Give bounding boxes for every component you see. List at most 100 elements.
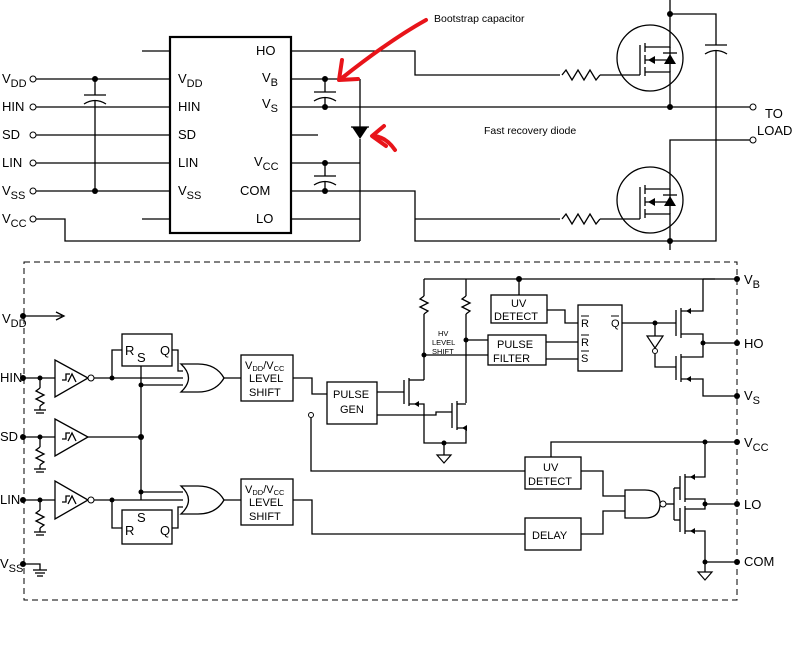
svg-text:S: S [137,350,146,365]
level-shift-bottom: VDD/VCC LEVEL SHIFT [240,478,525,535]
svg-text:S: S [581,353,588,365]
svg-text:GEN: GEN [340,404,364,416]
ic-package [168,35,293,235]
svg-text:VCC: VCC [2,211,27,230]
level-shift-top: VDD/VCC LEVEL SHIFT [240,354,327,402]
svg-text:LIN: LIN [178,155,198,170]
svg-text:R: R [125,343,134,358]
fast-recovery-diode-annotation: Fast recovery diode [370,124,576,152]
svg-text:FILTER: FILTER [493,353,530,365]
application-circuit: VDD HIN SD LIN VSS VCC VDD HIN SD LIN VS… [2,0,792,250]
svg-text:VDD/VCC: VDD/VCC [245,484,285,497]
svg-text:VB: VB [262,70,278,89]
svg-text:VB: VB [744,272,760,291]
svg-text:LO: LO [744,497,761,512]
svg-text:VDD: VDD [2,71,27,90]
uv-detect-high: UV DETECT [490,279,578,324]
rs-latch-right: R R S Q [577,304,655,372]
to-load-label-2: LOAD [757,123,792,138]
svg-text:SHIFT: SHIFT [249,511,281,523]
svg-text:R: R [581,337,589,349]
hv-level-shift: HV LEVEL SHIFT [403,276,715,464]
svg-text:HV: HV [438,329,448,338]
delay-block: DELAY [524,510,625,551]
rs-latch-top: R S Q [111,333,183,500]
fast-recovery-diode-label: Fast recovery diode [484,125,576,137]
pin-vss-label: V [2,183,11,198]
lin-input: LIN [0,479,183,536]
svg-text:PULSE: PULSE [497,339,533,351]
to-load-label-1: TO [765,106,783,121]
rs-latch-bottom: R S Q [111,489,183,545]
bootstrap-capacitor-annotation: Bootstrap capacitor [337,13,525,82]
left-terminals [29,75,37,223]
svg-text:VS: VS [744,388,760,407]
svg-text:VSS: VSS [2,183,25,202]
right-pins: VB HO VS VCC LO COM [734,272,774,569]
sd-label: SD [0,429,18,444]
svg-text:COM: COM [744,554,774,569]
svg-text:SHIFT: SHIFT [432,347,454,356]
svg-text:R: R [581,318,589,330]
svg-text:DELAY: DELAY [532,530,568,542]
vdd-input: VDD [2,311,66,330]
svg-text:LO: LO [256,211,273,226]
low-side-driver [624,439,735,581]
pin-sd-label: SD [2,127,20,142]
pulse-gen-block: PULSE GEN [308,381,525,472]
sd-input: SD [0,417,144,473]
high-side-mosfet [616,11,684,110]
svg-text:VCC: VCC [254,154,279,173]
svg-text:DETECT: DETECT [494,311,538,323]
pin-hin-label: HIN [2,99,24,114]
svg-text:DETECT: DETECT [528,476,572,488]
low-side-mosfet [616,136,757,244]
svg-text:VDD: VDD [178,71,203,90]
bulk-capacitor [669,0,728,250]
svg-text:UV: UV [543,462,559,474]
block-diagram: VDD HIN SD [0,261,774,601]
pin-lin-label: LIN [2,155,22,170]
uv-detect-low: UV DETECT [524,441,735,497]
hin-input: HIN [0,358,183,414]
lin-label: LIN [0,492,20,507]
hin-label: HIN [0,370,22,385]
svg-text:PULSE: PULSE [333,389,369,401]
nor-gate-top [179,363,241,393]
pin-vdd-label: V [2,71,11,86]
svg-text:LEVEL: LEVEL [249,373,283,385]
nor-gate-bottom [179,485,241,515]
left-terminal-labels: VDD HIN SD LIN VSS VCC [2,71,27,230]
svg-text:S: S [137,510,146,525]
svg-text:Q: Q [611,318,620,330]
svg-text:UV: UV [511,298,527,310]
pin-vcc-label: V [2,211,11,226]
svg-text:VDD: VDD [2,311,27,330]
block-diagram-border [23,261,738,601]
svg-text:VCC: VCC [744,435,769,454]
svg-text:Q: Q [160,523,170,538]
bootstrap-capacitor-label: Bootstrap capacitor [434,13,525,25]
high-side-driver [645,278,735,397]
svg-text:HO: HO [744,336,764,351]
svg-text:VSS: VSS [0,556,23,575]
svg-text:Q: Q [160,343,170,358]
svg-text:COM: COM [240,183,270,198]
svg-text:VDD/VCC: VDD/VCC [245,360,285,373]
left-input-wires [33,50,360,242]
vss-input: VSS [0,556,47,577]
pulse-filter: PULSE FILTER [487,334,578,366]
svg-text:SD: SD [178,127,196,142]
svg-text:SHIFT: SHIFT [249,387,281,399]
right-wiring [291,50,757,242]
ic-left-pin-labels: VDD HIN SD LIN VSS [178,71,203,202]
svg-text:HO: HO [256,43,276,58]
svg-text:HIN: HIN [178,99,200,114]
svg-text:VS: VS [262,96,278,115]
svg-text:VSS: VSS [178,183,201,202]
ic-right-pin-labels: HO VB VS VCC COM LO [240,43,279,226]
svg-text:R: R [125,523,134,538]
svg-text:LEVEL: LEVEL [432,338,455,347]
svg-text:LEVEL: LEVEL [249,497,283,509]
